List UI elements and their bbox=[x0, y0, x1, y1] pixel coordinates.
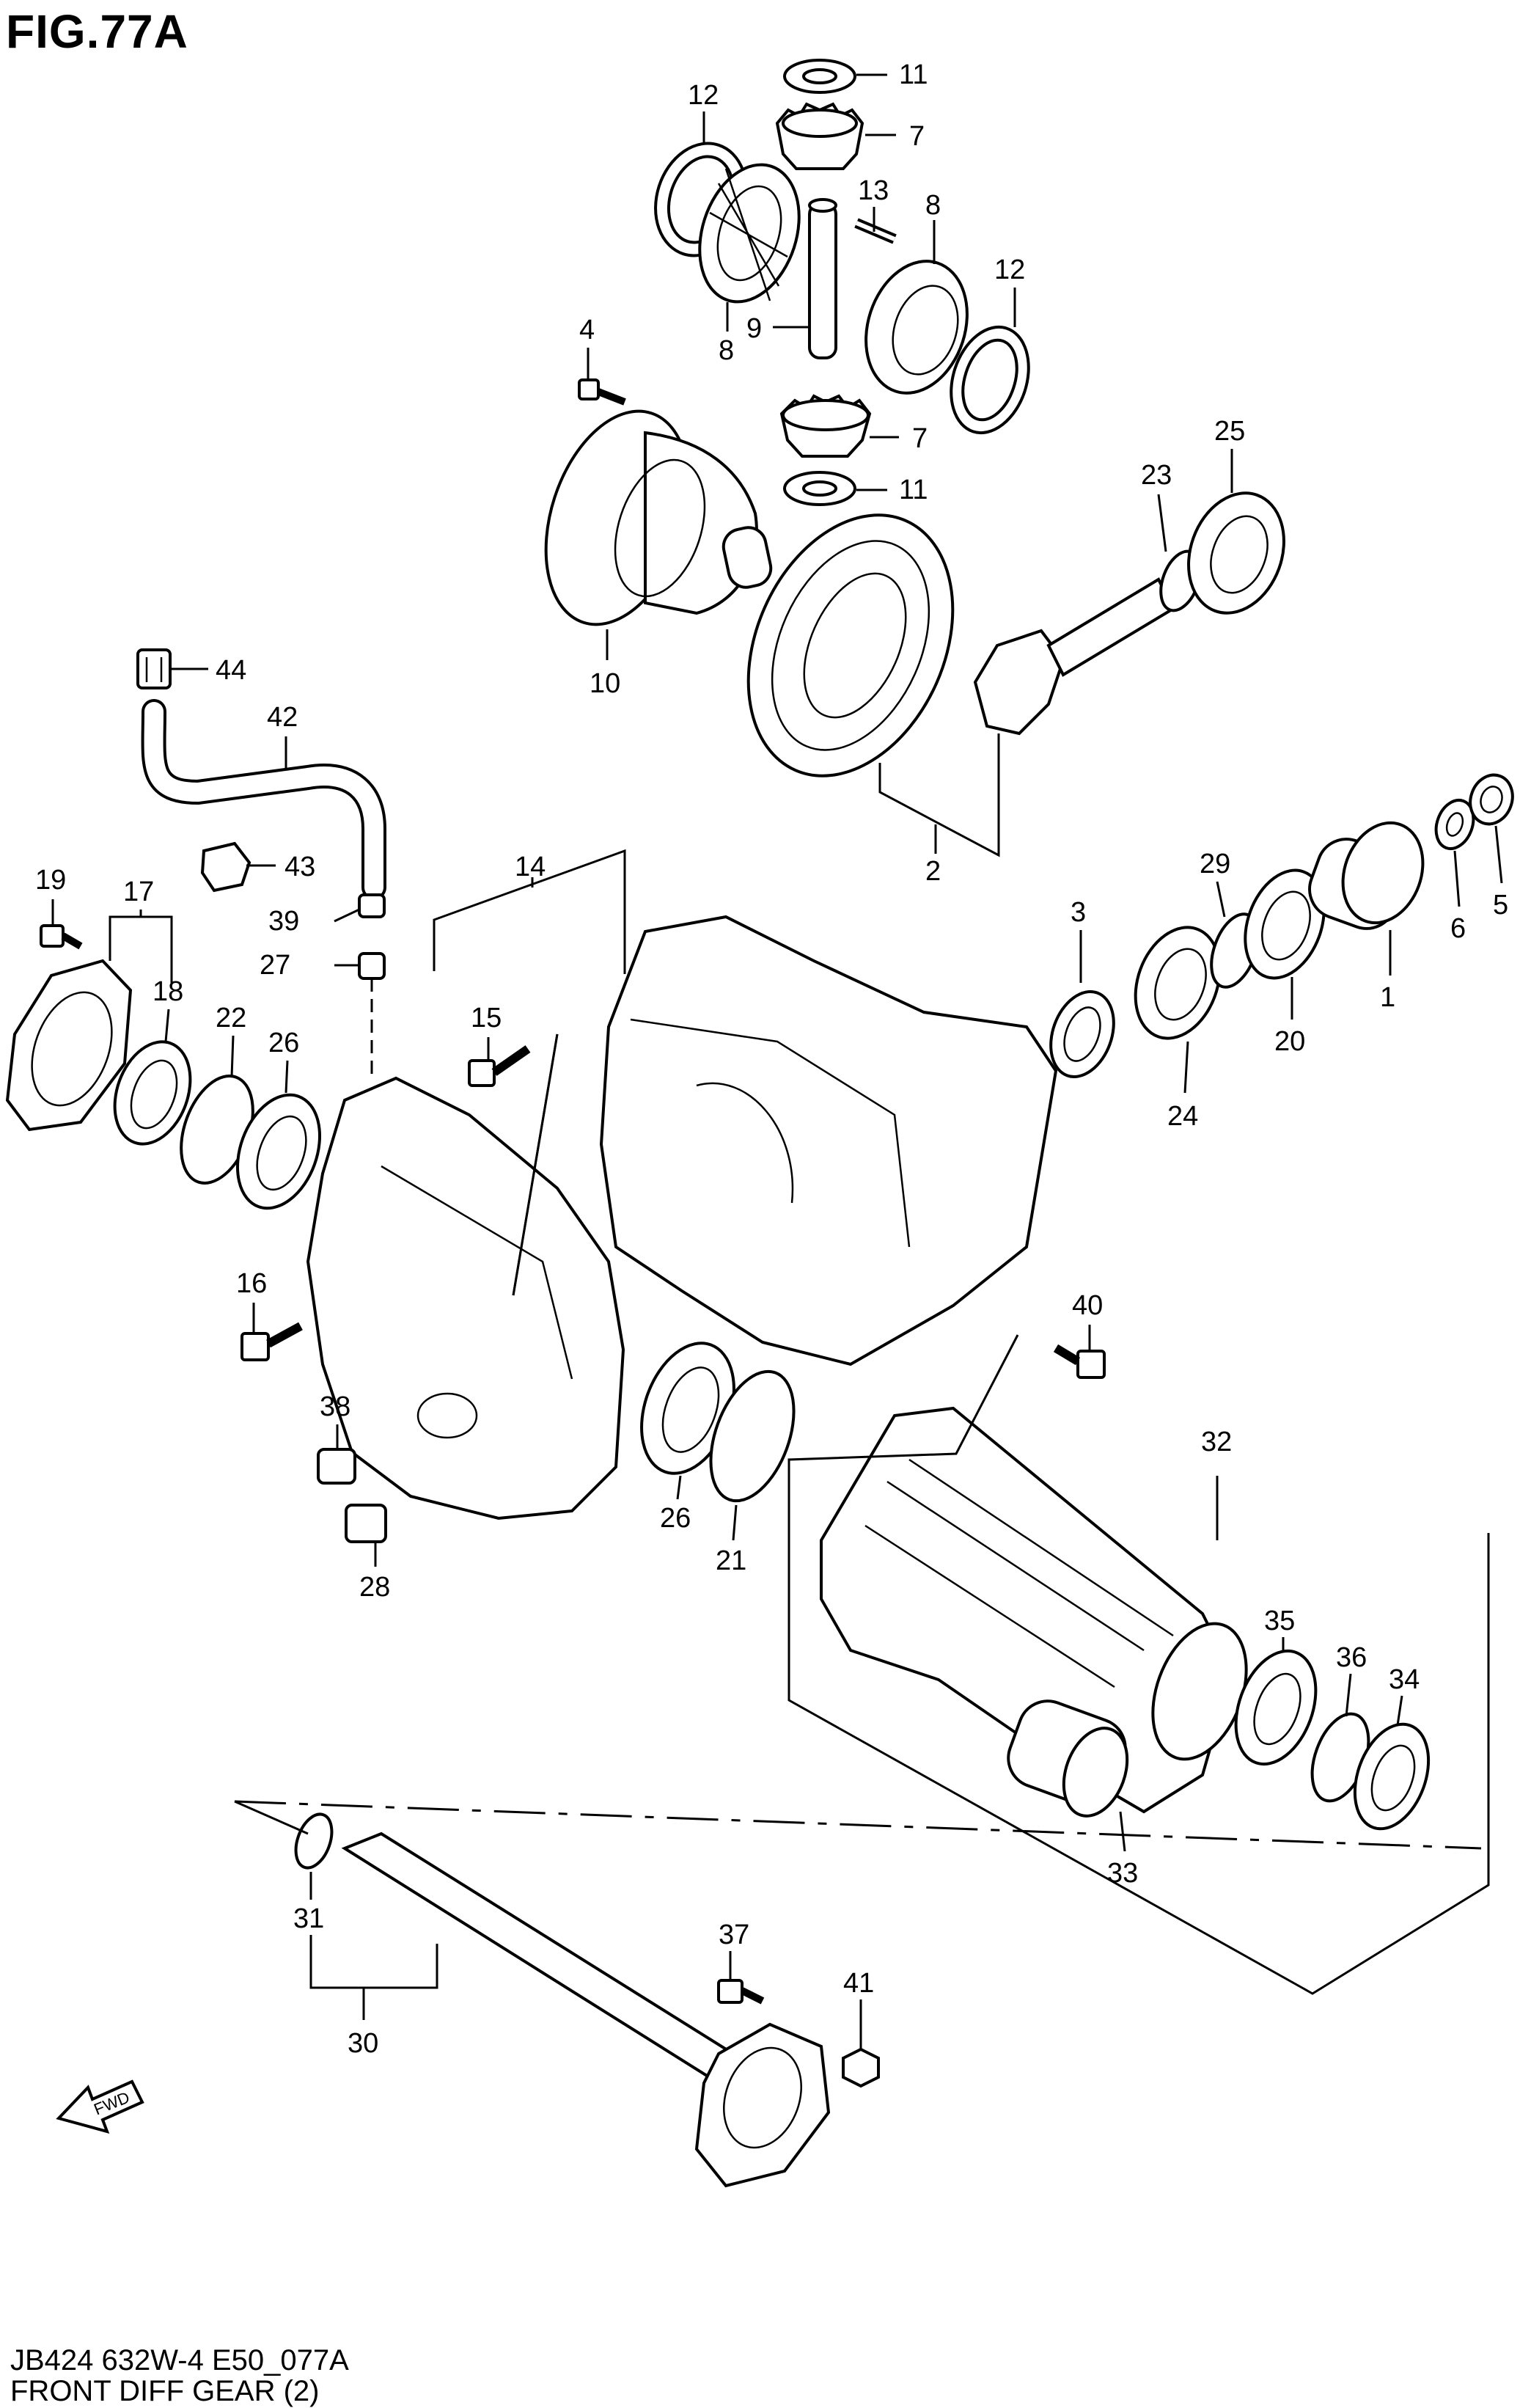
callout-12-right: 12 bbox=[994, 255, 1025, 285]
callout-42: 42 bbox=[267, 702, 298, 733]
callout-20: 20 bbox=[1274, 1026, 1305, 1057]
part-14-main-housing bbox=[599, 915, 1058, 1366]
callout-26-lower: 26 bbox=[660, 1503, 691, 1534]
part-28-filler-plug bbox=[345, 1504, 387, 1543]
callout-35: 35 bbox=[1264, 1606, 1295, 1636]
callout-33: 33 bbox=[1107, 1858, 1138, 1889]
callout-17: 17 bbox=[123, 877, 154, 907]
callout-11-lower: 11 bbox=[899, 475, 928, 505]
fwd-arrow-icon bbox=[56, 2079, 144, 2134]
callout-19: 19 bbox=[35, 865, 66, 896]
part-7-upper-pinion-gear bbox=[775, 102, 864, 170]
callout-34: 34 bbox=[1389, 1664, 1420, 1695]
callout-26-upper: 26 bbox=[268, 1028, 299, 1058]
part-34-oil-seal bbox=[1353, 1722, 1431, 1831]
part-1-companion-flange bbox=[1308, 821, 1425, 930]
part-41-nut bbox=[842, 2047, 880, 2088]
leader-lines bbox=[51, 73, 1503, 2049]
part-10-differential-case bbox=[544, 409, 773, 626]
part-38-drain-plug bbox=[317, 1448, 356, 1485]
callout-3: 3 bbox=[1071, 897, 1086, 928]
callout-15: 15 bbox=[471, 1003, 502, 1033]
callout-37: 37 bbox=[719, 1920, 749, 1950]
footer-diagram-name: FRONT DIFF GEAR (2) bbox=[10, 2375, 320, 2407]
callout-14: 14 bbox=[515, 852, 546, 882]
callout-38: 38 bbox=[320, 1391, 350, 1422]
part-39-union-bolt bbox=[358, 893, 386, 918]
part-5-nut bbox=[1469, 773, 1514, 826]
part-40-bolt bbox=[1053, 1344, 1106, 1379]
callout-24: 24 bbox=[1167, 1101, 1198, 1132]
footer-diagram-code: JB424 632W-4 E50_077A bbox=[10, 2344, 349, 2376]
part-30-output-shaft bbox=[341, 1831, 831, 2188]
part-37-bolt bbox=[717, 1979, 765, 2005]
callout-7-upper: 7 bbox=[909, 121, 925, 152]
part-44-breather-cap bbox=[136, 648, 172, 689]
callout-36: 36 bbox=[1336, 1642, 1367, 1673]
part-11-upper-thrust-washer bbox=[783, 59, 856, 94]
part-24-pinion-bearing bbox=[1134, 926, 1222, 1040]
callout-8-left: 8 bbox=[719, 335, 734, 366]
part-35-axle-bearing bbox=[1234, 1649, 1318, 1766]
callout-21: 21 bbox=[716, 1545, 746, 1576]
callout-32: 32 bbox=[1201, 1427, 1232, 1457]
part-2-ring-gear-and-drive-pinion bbox=[746, 513, 1175, 777]
callout-6: 6 bbox=[1450, 913, 1466, 944]
callout-23: 23 bbox=[1141, 460, 1172, 491]
callout-27: 27 bbox=[260, 950, 290, 981]
callout-39: 39 bbox=[268, 906, 299, 937]
callout-7-lower: 7 bbox=[912, 423, 928, 454]
callout-4: 4 bbox=[579, 315, 595, 345]
part-13-lock-pin bbox=[854, 218, 897, 244]
part-12-right-shim bbox=[950, 325, 1030, 435]
callout-40: 40 bbox=[1072, 1290, 1103, 1321]
part-43-hose-clip bbox=[200, 841, 252, 893]
part-14-left-housing-cover bbox=[306, 1076, 625, 1520]
part-3-collar bbox=[1049, 989, 1115, 1079]
part-11-lower-thrust-washer bbox=[783, 471, 856, 506]
callout-44: 44 bbox=[216, 655, 246, 686]
part-17-seal-retainer bbox=[5, 959, 133, 1132]
part-27-gasket-bolt bbox=[358, 952, 386, 1078]
part-8-left-side-gear bbox=[698, 163, 801, 304]
part-31-snap-ring bbox=[294, 1812, 334, 1870]
callout-13: 13 bbox=[858, 175, 889, 206]
callout-25: 25 bbox=[1214, 416, 1245, 447]
callout-10: 10 bbox=[590, 668, 620, 699]
part-15-bolt bbox=[468, 1045, 531, 1087]
part-26-left-side-bearing bbox=[235, 1093, 322, 1210]
callout-31: 31 bbox=[293, 1903, 324, 1934]
callout-43: 43 bbox=[284, 852, 315, 882]
part-4-bolt bbox=[578, 378, 626, 406]
part-8-right-side-gear bbox=[864, 260, 969, 395]
part-6-washer bbox=[1434, 799, 1475, 850]
callout-41: 41 bbox=[843, 1968, 874, 1999]
callout-1: 1 bbox=[1380, 982, 1395, 1013]
callout-16: 16 bbox=[236, 1268, 267, 1299]
figure-title: FIG.77A bbox=[6, 5, 188, 58]
part-16-bolt bbox=[241, 1322, 303, 1361]
callout-28: 28 bbox=[359, 1572, 390, 1603]
part-7-lower-pinion-gear bbox=[779, 394, 872, 458]
callout-8-right: 8 bbox=[925, 190, 941, 221]
part-25-bearing bbox=[1187, 491, 1285, 615]
callout-18: 18 bbox=[153, 976, 183, 1007]
part-9-pinion-shaft bbox=[808, 198, 837, 359]
callout-5: 5 bbox=[1493, 890, 1508, 921]
part-20-oil-seal bbox=[1244, 868, 1326, 980]
callout-30: 30 bbox=[348, 2028, 378, 2059]
callout-9: 9 bbox=[746, 313, 762, 344]
callout-29: 29 bbox=[1200, 849, 1230, 879]
part-42-breather-hose bbox=[141, 699, 386, 900]
part-32-axle-extension-housing bbox=[820, 1406, 1248, 1818]
callout-2: 2 bbox=[925, 856, 941, 887]
part-21-o-ring bbox=[709, 1369, 796, 1503]
callout-22: 22 bbox=[216, 1003, 246, 1033]
part-18-oil-seal bbox=[113, 1040, 192, 1146]
callout-11-upper: 11 bbox=[899, 59, 928, 90]
callout-labels: 11 7 12 13 8 12 9 8 4 7 11 10 25 23 44 4… bbox=[35, 59, 1508, 2059]
callout-12-left: 12 bbox=[688, 80, 719, 111]
part-19-bolt bbox=[40, 924, 83, 950]
